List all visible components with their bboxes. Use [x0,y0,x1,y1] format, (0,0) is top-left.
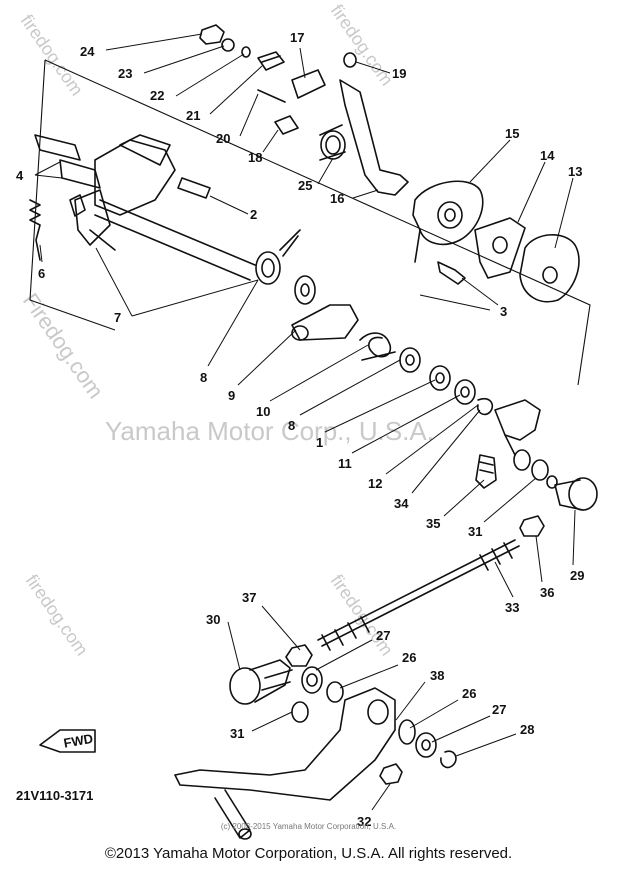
callout-12: 12 [368,476,382,491]
shift-arm-part-9 [291,304,359,341]
callouts: 24 23 22 21 20 18 17 19 4 2 25 16 15 14 … [16,30,584,829]
shift-rod-part-33 [317,539,520,651]
callout-24: 24 [80,44,95,59]
shift-shaft-assembly [34,134,256,281]
spring-part-6 [29,199,41,261]
collar-part-17 [291,69,326,99]
pin-part-18 [274,115,299,135]
callout-27-upper: 27 [376,628,390,643]
callout-26-upper: 26 [402,650,416,665]
watermark-bottom-left: firedog.com [22,571,92,660]
callout-33: 33 [505,600,519,615]
callout-38: 38 [430,668,444,683]
nut-part-37 [285,644,313,667]
callout-30: 30 [206,612,220,627]
callout-19: 19 [392,66,406,81]
callout-26-lower: 26 [462,686,476,701]
watermark-top: firedog.com [17,11,87,100]
callout-32: 32 [357,814,371,829]
callout-17: 17 [290,30,304,45]
bolt-part-35 [475,454,497,489]
callout-14: 14 [540,148,555,163]
leader-lines [34,33,576,811]
spring-part-25 [319,124,346,161]
callout-36: 36 [540,585,554,600]
washer-part-19 [343,52,357,68]
bolt-part-3 [437,261,466,285]
corner-watermark: (c) 2003-2015 Yamaha Motor Corporation, … [220,822,397,831]
rod-end-part-30 [229,659,293,705]
callout-18: 18 [248,150,262,165]
washer-stack [399,347,476,405]
brake-pedal [174,687,396,840]
washer-part-31-upper [531,459,549,481]
callout-21: 21 [186,108,200,123]
callout-25: 25 [298,178,312,193]
nut-part-36 [519,515,545,537]
callout-6: 6 [38,266,45,281]
callout-34: 34 [394,496,409,511]
clip-part-34 [476,397,494,416]
pin-part-20 [257,89,286,103]
assembly-frame [29,59,591,386]
callout-35: 35 [426,516,440,531]
lever-block [494,399,541,471]
washer-part-23 [221,38,235,52]
washer-part-8-upper [294,275,316,305]
watermark-main: Yamaha Motor Corp., U.S.A. [105,416,434,446]
spring-part-10 [359,332,396,361]
callout-13: 13 [568,164,582,179]
fwd-arrow-icon: FWD [39,729,96,753]
callout-4: 4 [16,168,24,183]
callout-11: 11 [338,456,352,471]
pin-part-2 [177,177,211,199]
lever-part-16 [339,79,409,196]
watermark-bottom-mid: firedog.com [327,571,397,660]
callout-23: 23 [118,66,132,81]
watermark-top-right: firedog.com [327,1,397,90]
callout-9: 9 [228,388,235,403]
rod-end-part-29 [546,475,598,511]
callout-37: 37 [242,590,256,605]
callout-3: 3 [500,304,507,319]
copyright-footer: ©2013 Yamaha Motor Corporation, U.S.A. A… [104,845,513,862]
bolt-part-21 [257,51,285,71]
callout-8-upper: 8 [200,370,207,385]
callout-15: 15 [505,126,519,141]
callout-16: 16 [330,191,344,206]
callout-31-upper: 31 [468,524,482,539]
bolt-part-32 [379,763,403,785]
callout-10: 10 [256,404,270,419]
callout-8-lower: 8 [288,418,295,433]
callout-28: 28 [520,722,534,737]
oil-seal-part-7 [255,229,301,285]
callout-7: 7 [114,310,121,325]
callout-2: 2 [250,207,257,222]
cover-plate-part-15 [412,180,484,263]
drawing-code: 21V110-3171 [16,788,93,803]
callout-22: 22 [150,88,164,103]
fwd-label: FWD [62,731,94,751]
callout-20: 20 [216,131,230,146]
cover-part-13 [519,234,580,303]
callout-27-lower: 27 [492,702,506,717]
callout-29: 29 [570,568,584,583]
nut-part-24 [199,24,225,45]
watermark-left: Firedog.com [18,289,109,404]
callout-31-lower: 31 [230,726,244,741]
callout-1: 1 [316,435,323,450]
washer-part-22 [241,46,251,58]
pedal-washers [291,666,457,769]
plate-part-14 [474,217,526,279]
